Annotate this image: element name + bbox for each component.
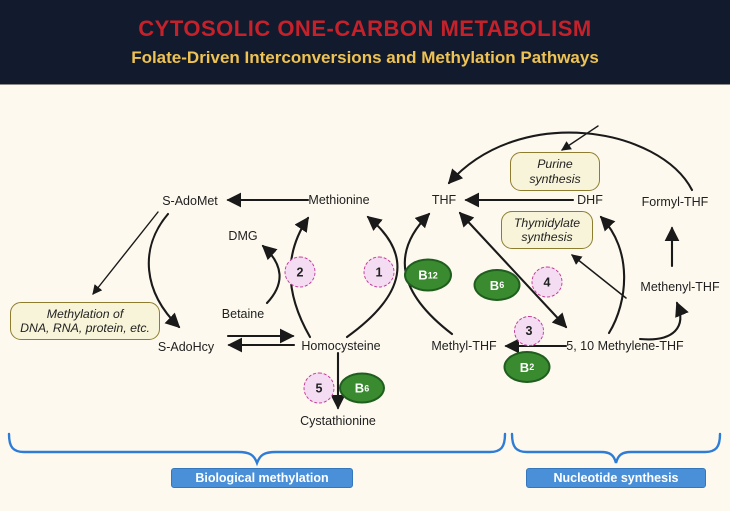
step-circle-2: 2	[284, 256, 316, 288]
node-methenyl-thf: Methenyl-THF	[640, 280, 720, 294]
arrow-methylene-to-methenyl	[638, 301, 689, 341]
vitamin-b6-folate-base: B	[489, 277, 500, 293]
brace-nucleotide-synthesis	[510, 432, 722, 464]
arrow-branch-to-purine	[561, 125, 599, 151]
step-circle-1: 1	[363, 256, 395, 288]
vitamin-b6-folate-sub: 6	[499, 280, 505, 290]
arrow-methylene-to-dhf	[599, 215, 626, 335]
process-box-thymidylate-synthesis: Thymidylate synthesis	[501, 211, 593, 249]
arrow-betaine-to-dmg	[261, 244, 281, 305]
node-methylene-thf: 5, 10 Methylene-THF	[566, 339, 684, 353]
methylation-box-line2: DNA, RNA, protein, etc.	[20, 321, 150, 335]
arrow-formyl-arc-to-thf	[447, 131, 694, 192]
step-circle-3: 3	[514, 316, 544, 346]
node-betaine: Betaine	[221, 307, 265, 321]
node-dhf: DHF	[577, 193, 603, 207]
vitamin-b2-base: B	[519, 359, 530, 375]
node-methyl-thf: Methyl-THF	[431, 339, 497, 353]
header-banner: CYTOSOLIC ONE-CARBON METABOLISM Folate-D…	[0, 0, 730, 85]
thymidylate-box-line2: synthesis	[521, 230, 573, 244]
process-box-methylation: Methylation of DNA, RNA, protein, etc.	[10, 302, 160, 340]
arrow-thf-methylene-reversible	[458, 211, 568, 329]
purine-box-line1: Purine	[537, 157, 573, 171]
vitamin-b12-sub: 12	[427, 270, 438, 280]
arrow-to-thymidylate-box	[571, 254, 627, 299]
vitamin-b6-cbs-sub: 6	[364, 383, 370, 393]
node-s-adomet: S-AdoMet	[162, 194, 218, 208]
arrow-sadomet-to-sadohcy	[147, 212, 181, 329]
arrow-homocysteine-to-methionine-ms	[345, 215, 399, 339]
arrow-sadomet-to-methylation-box	[92, 211, 159, 295]
node-cystathionine: Cystathionine	[300, 414, 376, 428]
page-title: CYTOSOLIC ONE-CARBON METABOLISM	[138, 16, 592, 41]
node-formyl-thf: Formyl-THF	[641, 195, 709, 209]
node-thf: THF	[431, 193, 457, 207]
node-dmg: DMG	[228, 229, 258, 243]
legend-nucleotide-synthesis: Nucleotide synthesis	[526, 468, 706, 488]
node-methionine: Methionine	[308, 193, 370, 207]
purine-box-line2: synthesis	[529, 171, 581, 186]
vitamin-b2-sub: 2	[529, 362, 535, 372]
step-circle-5: 5	[303, 372, 335, 404]
brace-biological-methylation	[7, 432, 507, 467]
vitamin-b12-base: B	[418, 267, 428, 283]
vitamin-b6-cbs-base: B	[354, 380, 365, 396]
page-subtitle: Folate-Driven Interconversions and Methy…	[131, 48, 599, 67]
legend-biological-methylation: Biological methylation	[171, 468, 353, 488]
process-box-purine-synthesis: Purine synthesis	[510, 152, 600, 191]
node-s-adohcy: S-AdoHcy	[157, 340, 215, 354]
methylation-box-line1: Methylation of	[46, 306, 124, 321]
thymidylate-box-line1: Thymidylate	[513, 215, 581, 230]
step-circle-4: 4	[531, 266, 563, 298]
node-homocysteine: Homocysteine	[301, 339, 381, 353]
